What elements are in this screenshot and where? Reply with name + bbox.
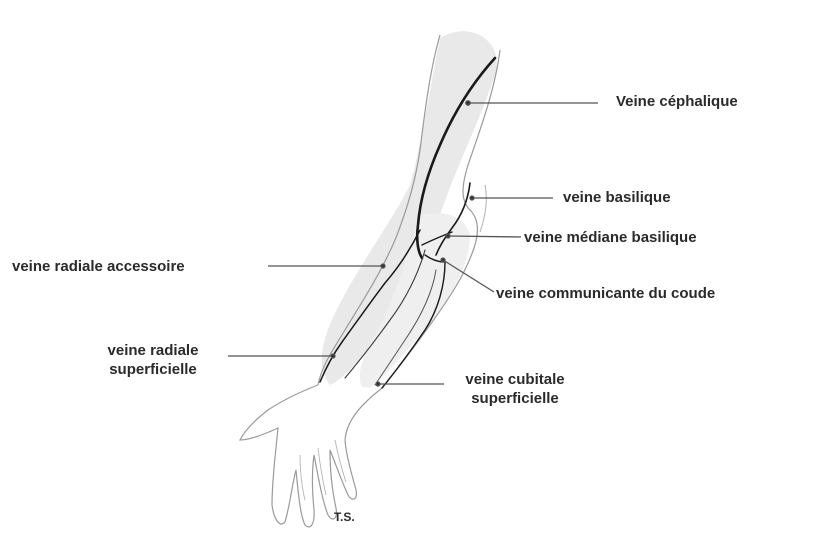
label-superficial-radial-line1: veine radiale (78, 341, 228, 360)
artist-signature: T.S. (334, 508, 355, 527)
label-superficial-ulnar-vein: veine cubitale superficielle (440, 370, 590, 408)
leader-accessory-radial-dot (381, 264, 385, 268)
label-cephalic-vein: Veine céphalique (616, 92, 738, 111)
label-superficial-radial-line2: superficielle (78, 360, 228, 379)
leader-communicating-dot (441, 258, 445, 262)
leader-superficial-radial-dot (331, 354, 335, 358)
label-accessory-radial-vein: veine radiale accessoire (12, 257, 185, 276)
leader-superficial-ulnar-dot (376, 382, 380, 386)
label-communicating-vein: veine communicante du coude (496, 284, 715, 303)
leader-cephalic-dot (466, 101, 470, 105)
leader-basilic-dot (470, 196, 474, 200)
label-basilic-vein: veine basilique (563, 188, 671, 207)
label-superficial-ulnar-line1: veine cubitale (440, 370, 590, 389)
leader-median-basilic-dot (446, 234, 450, 238)
label-superficial-ulnar-line2: superficielle (440, 389, 590, 408)
hand-outline (240, 385, 382, 527)
label-superficial-radial-vein: veine radiale superficielle (78, 341, 228, 379)
arm-outline-medial-2 (480, 185, 486, 232)
label-median-basilic-vein: veine médiane basilique (524, 228, 697, 247)
